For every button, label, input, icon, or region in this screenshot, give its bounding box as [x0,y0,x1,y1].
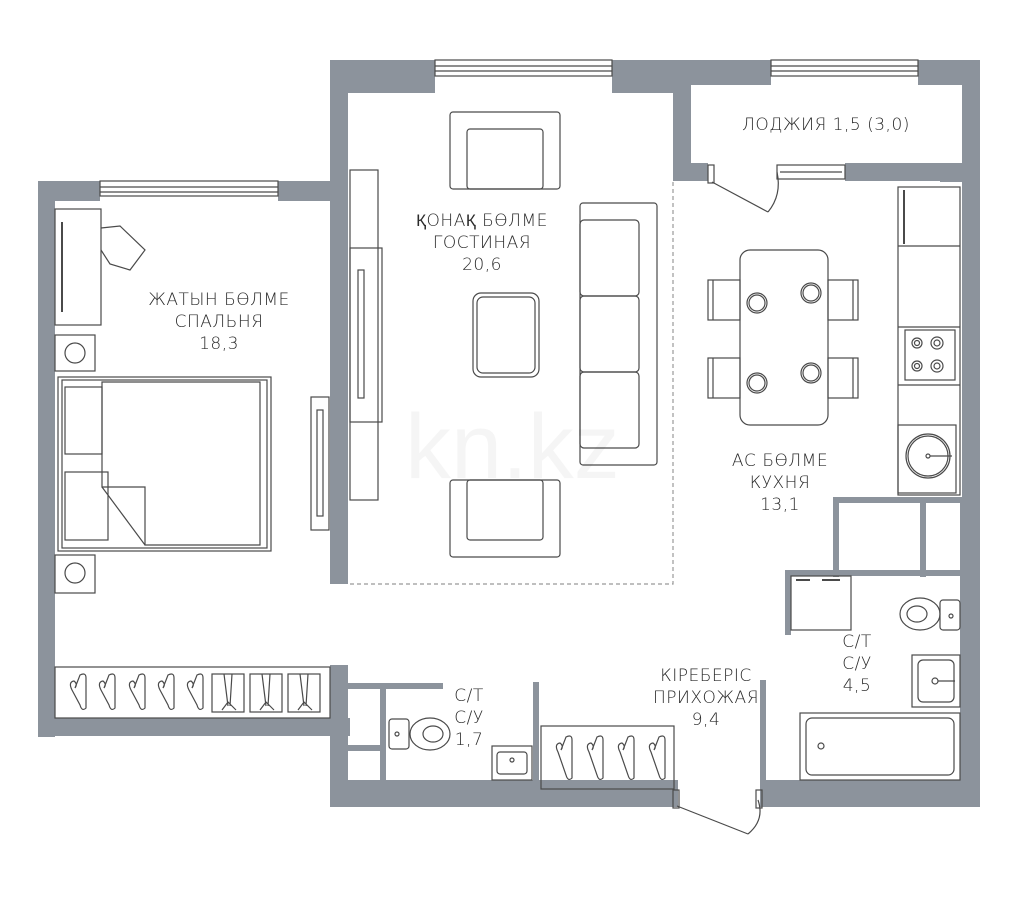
hallway-name-ru: ПРИХОЖАЯ [652,688,760,708]
hangers-bedroom [69,673,321,713]
hallway-name-kz: КІРЕБЕРІС [660,666,752,686]
bath-large-area: 4,5 [842,676,872,696]
window-living [434,59,613,77]
bath-small-name-ru: С/У [454,708,484,728]
kitchen-area: 13,1 [760,495,800,515]
hallway-area: 9,4 [691,710,721,730]
bath-small-name-kz: С/Т [454,686,484,706]
room-label-hallway: КІРЕБЕРІС ПРИХОЖАЯ 9,4 [653,665,759,731]
room-label-bedroom: ЖАТЫН БӨЛМЕ СПАЛЬНЯ 18,3 [148,289,290,355]
window-loggia-door [776,164,846,180]
bath-large-name-kz: С/Т [842,632,872,652]
kitchen-name-ru: КУХНЯ [749,473,811,493]
bath-large-name-ru: С/У [842,654,872,674]
window-bedroom [99,180,279,197]
living-area: 20,6 [462,255,502,275]
kitchen-name-kz: АС БӨЛМЕ [731,451,829,471]
chairs [707,279,859,399]
watermark: kn.kz [405,395,620,500]
bath-small-area: 1,7 [454,730,484,750]
loggia-label: ЛОДЖИЯ 1,5 (3,0) [742,115,910,135]
fixtures [54,59,961,835]
room-label-loggia: ЛОДЖИЯ 1,5 (3,0) [742,114,910,136]
bedroom-name-kz: ЖАТЫН БӨЛМЕ [148,290,290,310]
window-loggia [770,59,919,77]
bedroom-area: 18,3 [199,334,239,354]
walls [38,60,980,807]
room-label-kitchen: АС БӨЛМЕ КУХНЯ 13,1 [732,450,828,516]
living-name-ru: ГОСТИНАЯ [432,233,532,253]
room-label-bath-large: С/Т С/У 4,5 [842,631,871,697]
hangers-hallway [555,735,666,781]
bedroom-name-ru: СПАЛЬНЯ [174,312,264,332]
room-label-bath-small: С/Т С/У 1,7 [454,685,483,751]
room-label-living: ҚОНАҚ БӨЛМЕ ГОСТИНАЯ 20,6 [416,210,548,276]
living-name-kz: ҚОНАҚ БӨЛМЕ [416,211,548,231]
